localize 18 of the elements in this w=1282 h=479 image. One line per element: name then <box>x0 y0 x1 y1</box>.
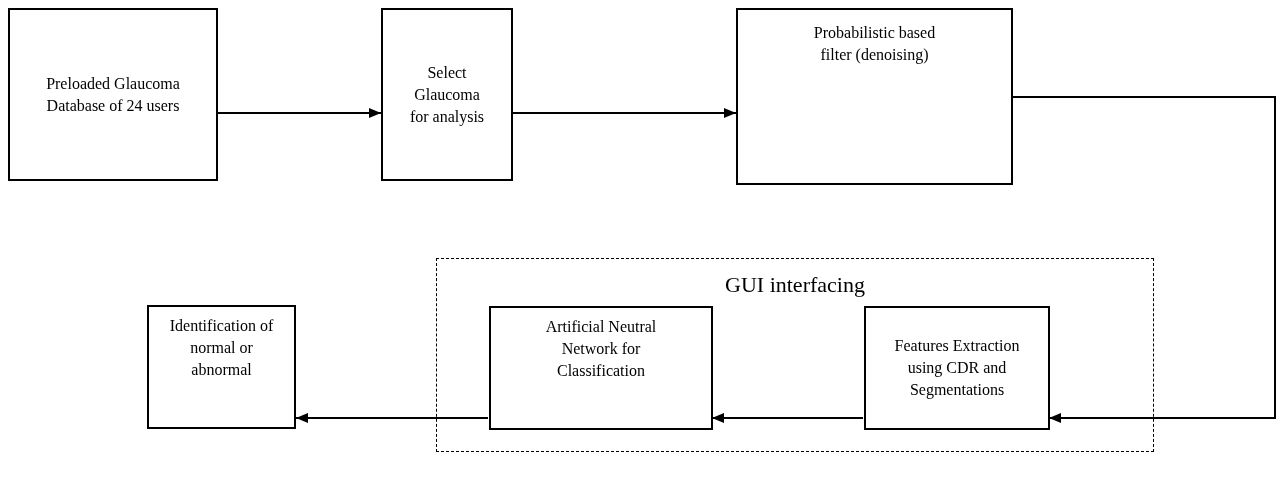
process-box <box>147 305 296 429</box>
arrow <box>295 413 489 423</box>
box-label: Identification of normal or abnormal <box>168 316 275 380</box>
process-box <box>489 306 713 430</box>
box-label: Probabilistic based filter (denoising) <box>812 23 937 66</box>
process-box <box>8 8 218 181</box>
arrow <box>512 108 737 118</box>
dashed-group-box <box>436 258 1154 452</box>
process-box <box>381 8 513 181</box>
process-box <box>864 306 1050 430</box>
box-label: Select Glaucoma for analysis <box>408 62 486 128</box>
process-box <box>736 8 1013 185</box>
box-label: Preloaded Glaucoma Database of 24 users <box>45 73 181 116</box>
box-label: Artificial Neutral Network for Classification <box>544 317 658 381</box>
arrow <box>1012 96 1276 423</box>
box-label: Features Extraction using CDR and Segmentations <box>894 336 1020 401</box>
group-title: GUI interfacing <box>724 273 866 297</box>
arrow <box>217 108 382 118</box>
